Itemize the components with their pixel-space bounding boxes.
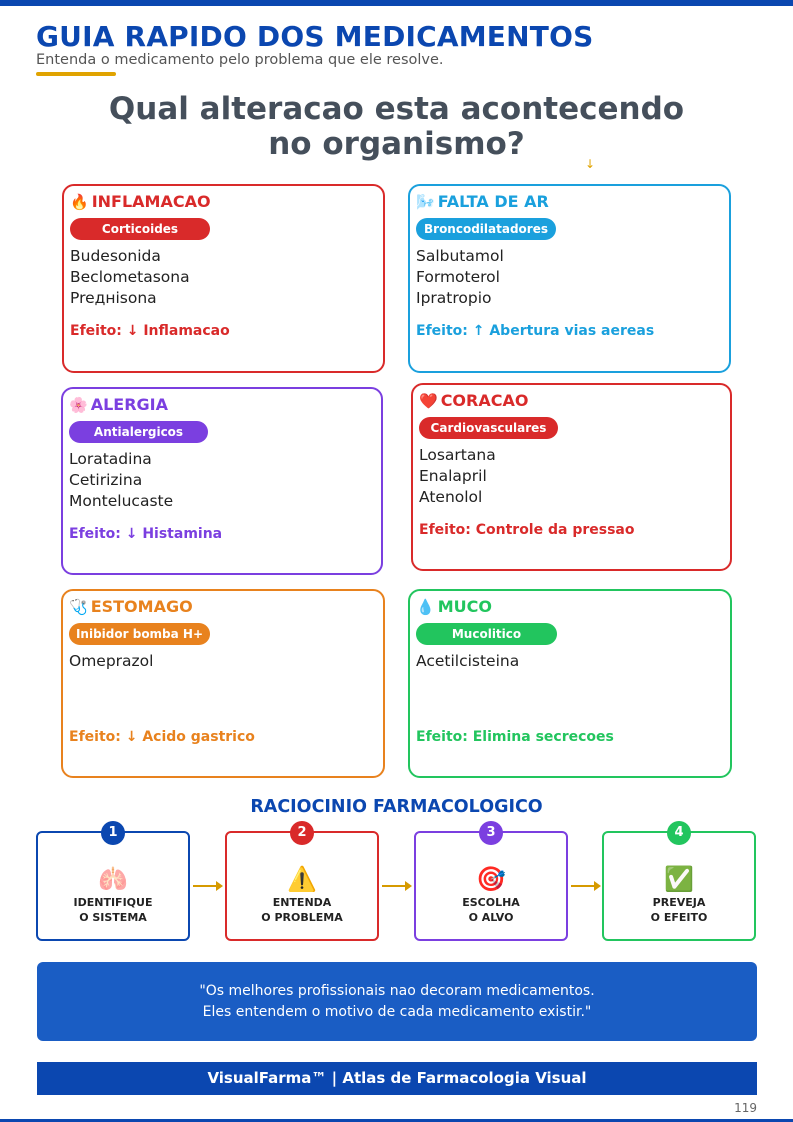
card-title: FALTA DE AR xyxy=(437,192,549,211)
step-label-line-1: ENTENDA xyxy=(272,896,332,909)
target-icon: 🎯 xyxy=(476,865,506,893)
step-arrow-icon xyxy=(193,881,223,891)
card-heading: 🩺ESTOMAGO xyxy=(69,597,193,616)
drug-class-badge: Mucolitico xyxy=(416,623,557,645)
droplet-icon: 💧 xyxy=(416,598,435,616)
question-line-1: Qual alteracao esta acontecendo xyxy=(108,91,685,127)
drug-class-badge: Cardiovasculares xyxy=(419,417,558,439)
step-arrow-icon xyxy=(571,881,601,891)
page-title: GUIA RAPIDO DOS MEDICAMENTOS xyxy=(36,20,594,53)
drug-class-badge: Corticoides xyxy=(70,218,210,240)
footer-banner: VisualFarma™ | Atlas de Farmacologia Vis… xyxy=(37,1062,757,1095)
drug-item: Cetirizina xyxy=(69,471,143,489)
effect-text: Efeito: ↑ Abertura vias aereas xyxy=(416,323,655,339)
step-label-line-2: O EFEITO xyxy=(650,911,708,924)
step-label: PREVEJA O EFEITO xyxy=(604,895,754,925)
stethoscope-icon: 🩺 xyxy=(69,598,88,616)
step-label-line-2: O SISTEMA xyxy=(79,911,147,924)
card-title: CORACAO xyxy=(440,391,529,410)
card-heading: 🔥INFLAMACAO xyxy=(70,192,211,211)
card-title: MUCO xyxy=(437,597,492,616)
card-heading: 🌬️FALTA DE AR xyxy=(416,192,549,211)
effect-text: Efeito: ↓ Acido gastrico xyxy=(69,729,255,745)
page-subtitle: Entenda o medicamento pelo problema que … xyxy=(36,52,444,68)
heart-icon: ❤️ xyxy=(419,392,438,410)
card-inflamacao: 🔥INFLAMACAO Corticoides Budesonida Beclo… xyxy=(62,184,385,373)
wind-icon: 🌬️ xyxy=(416,193,435,211)
drug-class-badge: Broncodilatadores xyxy=(416,218,556,240)
step-understand-problem: 2 ⚠️ ENTENDA O PROBLEMA xyxy=(225,821,379,941)
drug-item: Salbutamol xyxy=(416,247,504,265)
step-number-badge: 3 xyxy=(479,821,503,845)
lungs-icon: 🫁 xyxy=(98,865,128,893)
card-title: ALERGIA xyxy=(90,395,168,414)
fire-icon: 🔥 xyxy=(70,193,89,211)
step-arrow-icon xyxy=(382,881,412,891)
card-muco: 💧MUCO Mucolitico Acetilcisteina Efeito: … xyxy=(408,589,732,778)
step-number-badge: 2 xyxy=(290,821,314,845)
effect-text: Efeito: ↓ Histamina xyxy=(69,526,223,542)
drug-list: Salbutamol Formoterol Ipratropio xyxy=(416,246,504,309)
card-alergia: 🌸ALERGIA Antialergicos Loratadina Cetiri… xyxy=(61,387,383,575)
card-title: INFLAMACAO xyxy=(91,192,211,211)
quote-box: "Os melhores profissionais nao decoram m… xyxy=(37,962,757,1041)
drug-item: Montelucaste xyxy=(69,492,174,510)
drug-item: Ipratropio xyxy=(416,289,492,307)
drug-class-badge: Inibidor bomba H+ xyxy=(69,623,210,645)
drug-item: Losartana xyxy=(419,446,496,464)
step-label-line-1: IDENTIFIQUE xyxy=(73,896,153,909)
step-label: ENTENDA O PROBLEMA xyxy=(227,895,377,925)
effect-text: Efeito: Controle da pressao xyxy=(419,522,635,538)
card-estomago: 🩺ESTOMAGO Inibidor bomba H+ Omeprazol Ef… xyxy=(61,589,385,778)
step-choose-target: 3 🎯 ESCOLHA O ALVO xyxy=(414,821,568,941)
bottom-accent-bar xyxy=(0,1119,793,1122)
drug-item: Formoterol xyxy=(416,268,500,286)
drug-list: Losartana Enalapril Atenolol xyxy=(419,445,496,508)
drug-item: Atenolol xyxy=(419,488,483,506)
top-accent-bar xyxy=(0,0,793,6)
card-heading: 💧MUCO xyxy=(416,597,492,616)
quote-line-1: "Os melhores profissionais nao decoram m… xyxy=(199,983,595,999)
effect-text: Efeito: ↓ Inflamacao xyxy=(70,323,230,339)
drug-list: Budesonida Beclometasona Preднisona xyxy=(70,246,190,309)
drug-list: Acetilcisteina xyxy=(416,651,519,672)
drug-item: Loratadina xyxy=(69,450,152,468)
quote-line-2: Eles entendem o motivo de cada medicamen… xyxy=(202,1004,592,1020)
step-predict-effect: 4 ✅ PREVEJA O EFEITO xyxy=(602,821,756,941)
step-number-badge: 1 xyxy=(101,821,125,845)
step-identify-system: 1 🫁 IDENTIFIQUE O SISTEMA xyxy=(36,821,190,941)
effect-text: Efeito: Elimina secrecoes xyxy=(416,729,614,745)
step-label: ESCOLHA O ALVO xyxy=(416,895,566,925)
step-number-badge: 4 xyxy=(667,821,691,845)
step-label-line-2: O PROBLEMA xyxy=(261,911,343,924)
question-line-2: no organismo? xyxy=(268,126,525,162)
drug-list: Omeprazol xyxy=(69,651,153,672)
step-label-line-1: PREVEJA xyxy=(652,896,706,909)
drug-item: Beclometasona xyxy=(70,268,190,286)
page-number: 119 xyxy=(734,1101,757,1115)
reasoning-title: RACIOCINIO FARMACOLOGICO xyxy=(250,797,543,817)
card-coracao: ❤️CORACAO Cardiovasculares Losartana Ena… xyxy=(411,383,732,571)
card-title: ESTOMAGO xyxy=(90,597,193,616)
card-heading: 🌸ALERGIA xyxy=(69,395,168,414)
card-falta-de-ar: 🌬️FALTA DE AR Broncodilatadores Salbutam… xyxy=(408,184,731,373)
card-heading: ❤️CORACAO xyxy=(419,391,528,410)
step-label-line-1: ESCOLHA xyxy=(462,896,520,909)
drug-item: Acetilcisteina xyxy=(416,652,520,670)
drug-class-badge: Antialergicos xyxy=(69,421,208,443)
step-label-line-2: O ALVO xyxy=(468,911,514,924)
warning-icon: ⚠️ xyxy=(287,865,317,893)
title-underline xyxy=(36,72,116,76)
step-label: IDENTIFIQUE O SISTEMA xyxy=(38,895,188,925)
drug-item: Enalapril xyxy=(419,467,487,485)
drug-item: Budesonida xyxy=(70,247,161,265)
drug-item: Omeprazol xyxy=(69,652,154,670)
main-question: Qual alteracao esta acontecendo no organ… xyxy=(0,92,793,162)
flower-icon: 🌸 xyxy=(69,396,88,414)
drug-item: Preднisona xyxy=(70,289,157,307)
down-arrow-icon: ↓ xyxy=(585,157,596,171)
check-icon: ✅ xyxy=(664,865,694,893)
drug-list: Loratadina Cetirizina Montelucaste xyxy=(69,449,173,512)
